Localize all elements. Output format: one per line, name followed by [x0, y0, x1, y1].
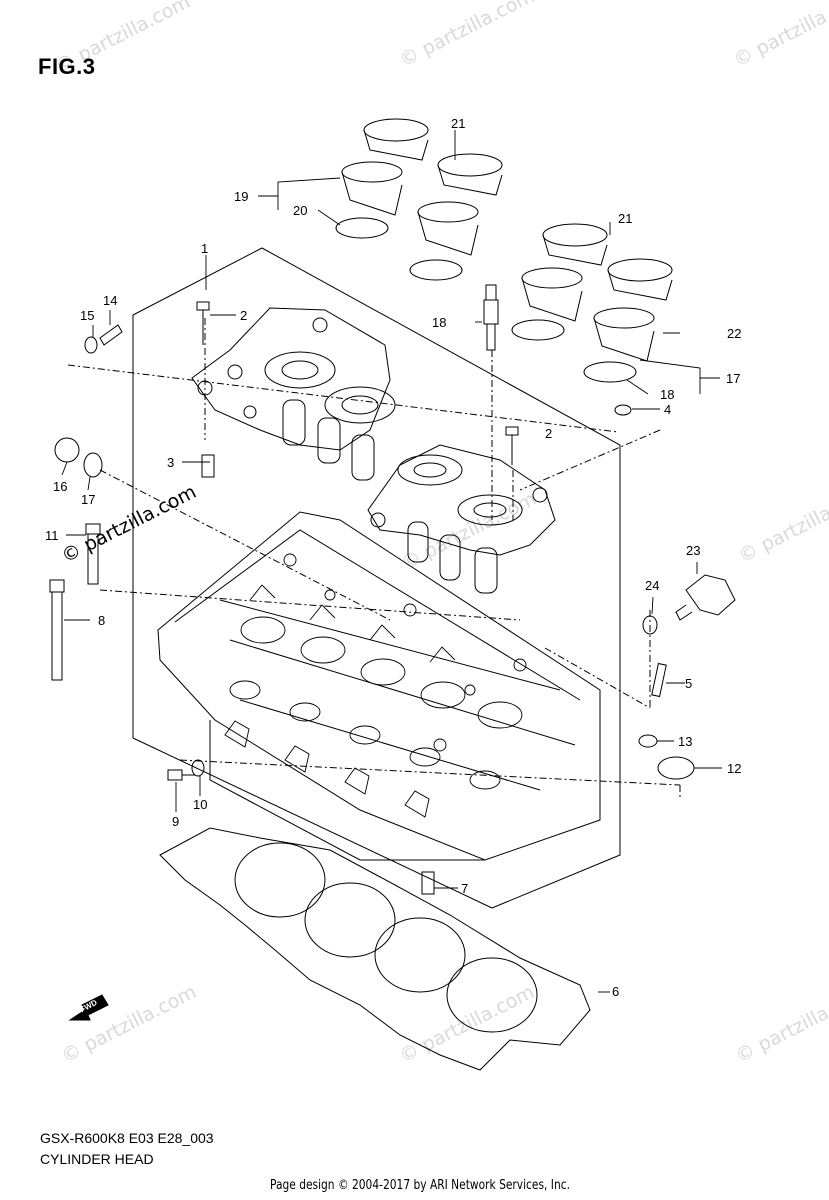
model-code: GSX-R600K8 E03 E28_003	[40, 1130, 214, 1146]
callout-label: 7	[461, 881, 468, 896]
callout-label: 15	[80, 308, 94, 323]
cylinder-head-body	[157, 511, 601, 861]
assembly-frame	[132, 247, 621, 909]
callout-label: 14	[103, 293, 117, 308]
callout-label: 3	[167, 455, 174, 470]
callout-label: 8	[98, 613, 105, 628]
callout-label: 18	[660, 387, 674, 402]
callout-label: 24	[645, 578, 659, 593]
callout-label: 18	[432, 315, 446, 330]
callout-label: 22	[727, 326, 741, 341]
callout-label: 21	[451, 116, 465, 131]
intake-manifold-right	[367, 444, 556, 594]
callout-label: 16	[53, 479, 67, 494]
callout-label: 21	[618, 211, 632, 226]
intake-boots	[335, 118, 673, 383]
callout-label: 1	[201, 241, 208, 256]
callout-label: 10	[193, 797, 207, 812]
washers-and-gaskets	[54, 324, 695, 780]
temperature-sensor	[675, 574, 736, 621]
intake-manifold-left	[191, 307, 396, 481]
section-name: CYLINDER HEAD	[40, 1151, 154, 1167]
callout-label: 12	[727, 761, 741, 776]
callout-label: 2	[545, 426, 552, 441]
callout-label: 5	[685, 676, 692, 691]
callout-label: 13	[678, 734, 692, 749]
figure-title: FIG.3	[38, 54, 96, 79]
callout-label: 11	[45, 528, 59, 543]
callout-label: 23	[686, 543, 700, 558]
head-gasket	[159, 827, 591, 1071]
callout-label: 20	[293, 203, 307, 218]
bolts	[49, 301, 667, 895]
callout-label: 17	[81, 492, 95, 507]
fwd-arrow-icon	[68, 994, 109, 1021]
callout-label: 17	[726, 371, 740, 386]
callout-label: 19	[234, 189, 248, 204]
callout-label: 6	[612, 984, 619, 999]
callout-label: 2	[240, 308, 247, 323]
spark-plug	[483, 284, 499, 351]
callout-label: 4	[664, 402, 671, 417]
page-design-credit: Page design © 2004-2017 by ARI Network S…	[270, 1178, 570, 1193]
callout-label: 9	[172, 814, 179, 829]
